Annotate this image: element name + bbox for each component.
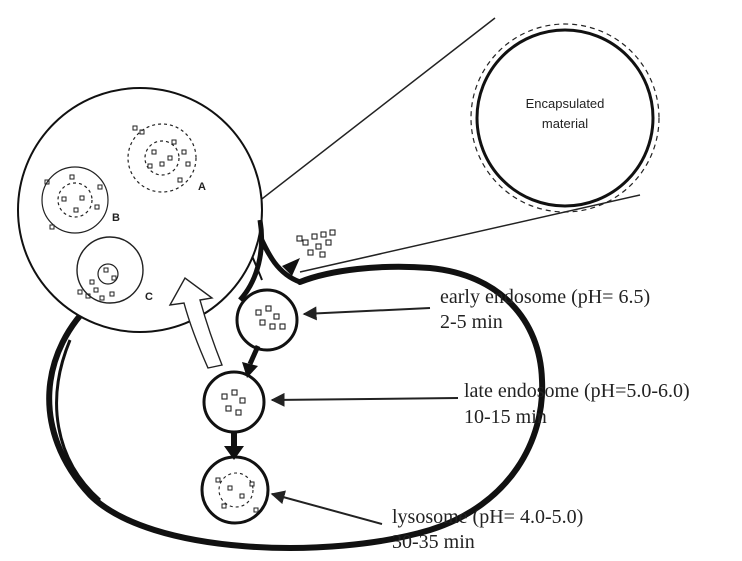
external-particles — [297, 230, 335, 257]
early-endosome-time: 2-5 min — [440, 311, 503, 333]
lysosome-time: 30-35 min — [392, 531, 475, 553]
late-endosome-label: late endosome (pH=5.0-6.0) — [464, 380, 690, 402]
cell-membrane-inner — [57, 340, 100, 500]
lysosome — [202, 457, 268, 523]
pointer-early — [304, 308, 430, 314]
lysosome-label: lysosome (pH= 4.0-5.0) — [392, 506, 583, 528]
cone-line-bottom — [300, 195, 640, 272]
inset-letter-c: C — [145, 291, 153, 303]
late-endosome — [204, 372, 264, 432]
cone-line-top — [245, 18, 495, 212]
inset-letter-b: B — [112, 212, 120, 224]
late-endosome-time: 10-15 min — [464, 406, 547, 428]
encapsulated-label-line2: material — [542, 116, 588, 131]
pointer-late — [272, 398, 458, 400]
early-endosome-label: early endosome (pH= 6.5) — [440, 286, 650, 308]
encapsulated-material: Encapsulated material — [471, 24, 659, 212]
early-endosome — [237, 290, 297, 350]
inset-circle: A B C — [18, 88, 262, 332]
inset-letter-a: A — [198, 181, 206, 193]
encapsulated-label-line1: Encapsulated — [526, 96, 605, 111]
pointer-lyso — [272, 494, 382, 524]
